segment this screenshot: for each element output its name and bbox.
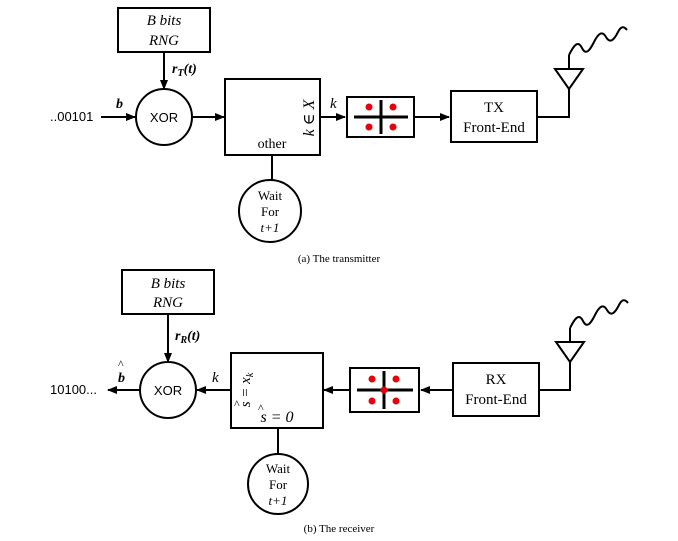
rx-output-hat: ^ (118, 357, 124, 371)
tx-xor-label: XOR (150, 110, 178, 125)
tx-rng-line2: RNG (148, 33, 179, 49)
rx-frontend-line1: RX (486, 372, 507, 388)
rx-wait-circle (247, 453, 309, 515)
tx-caption: (a) The transmitter (298, 253, 381, 265)
tx-input-var: b (116, 97, 123, 112)
rx-wait-line3: t+1 (269, 493, 288, 508)
tx-wait-line3: t+1 (261, 220, 280, 235)
rx-wait-line1: Wait (266, 461, 291, 476)
tx-frontend-box (450, 90, 538, 143)
rx-xor-label: XOR (154, 383, 182, 398)
tx-constellation-point (365, 123, 373, 131)
rx-frontend-box (452, 362, 540, 417)
tx-rng-signal-label: rT(t) (172, 62, 197, 79)
tx-wait-line2: For (261, 204, 280, 219)
rx-rng-line1: B bits (151, 276, 186, 292)
rx-frontend-line2: Front-End (465, 392, 527, 408)
tx-input-bits: ..00101 (50, 109, 93, 124)
receiver-diagram: B bits RNG rR(t) XOR 10100... b ^ k s = … (50, 269, 629, 535)
rx-k-label: k (212, 370, 219, 386)
tx-rng-box (117, 7, 211, 53)
rx-constellation-received-point (380, 386, 388, 394)
tx-wait-circle (238, 179, 302, 243)
tx-antenna-icon (537, 26, 628, 118)
rx-constellation-point (368, 375, 376, 383)
tx-frontend-line2: Front-End (463, 120, 525, 136)
rx-constellation-point (392, 375, 400, 383)
rx-rng-line2: RNG (152, 295, 183, 311)
rx-decision-hat2: ^ (258, 401, 264, 415)
rx-wait-line2: For (269, 477, 288, 492)
tx-decision-condition: k ∈ X (301, 98, 318, 136)
rx-output-var: b (118, 371, 125, 386)
tx-rng-line1: B bits (147, 13, 182, 29)
rx-antenna-icon (539, 299, 629, 391)
tx-k-label: k (330, 96, 337, 112)
tx-wait-line1: Wait (258, 188, 283, 203)
rx-output-bits: 10100... (50, 382, 97, 397)
rx-decision-hat1: ^ (234, 397, 240, 411)
tx-decision-other: other (258, 137, 287, 152)
rx-constellation-point (368, 397, 376, 405)
rx-caption: (b) The receiver (304, 523, 375, 535)
tx-constellation-point (389, 123, 397, 131)
tx-constellation-point (365, 103, 373, 111)
rx-decision-zero: s = 0 (260, 409, 293, 426)
transmitter-diagram: B bits RNG rT(t) ..00101 b XOR k ∈ X oth… (50, 7, 628, 265)
tx-constellation-point (389, 103, 397, 111)
rx-constellation-point (392, 397, 400, 405)
tx-frontend-line1: TX (484, 100, 504, 116)
rx-decision-condition: s = xk (238, 372, 256, 407)
rx-rng-signal-label: rR(t) (175, 329, 200, 346)
